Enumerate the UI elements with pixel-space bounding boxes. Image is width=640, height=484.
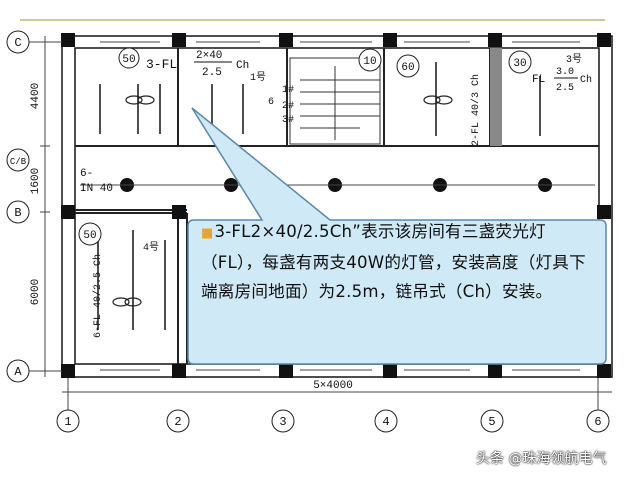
axis-label-col-3: 3 (279, 415, 286, 429)
axis-bubbles (6, 30, 610, 433)
structural-columns (61, 33, 611, 378)
dim-1600: 1600 (30, 168, 42, 194)
room1-area: 50 (122, 54, 135, 66)
dim-total-width: 5×4000 (313, 380, 353, 392)
axis-label-col-6: 6 (594, 415, 601, 429)
room5-spec-prefix: FL (532, 74, 545, 86)
axis-label-row-c: C (14, 36, 21, 50)
stairwell (289, 57, 381, 145)
room5-lamp-no: 3号 (566, 53, 582, 66)
stair-mark-2: 2# (282, 101, 294, 112)
ceiling-fans (112, 95, 453, 307)
room1-spec-den: 2.5 (202, 67, 222, 79)
room4-spec: 2-FL 40/3 Ch (470, 74, 482, 146)
stair-area: 10 (363, 56, 376, 68)
watermark: 头条 @珠海领航电气 (476, 451, 607, 467)
room5-area: 30 (513, 58, 526, 70)
callout-text: 3-FL2×40/2.5Ch”表示该房间有三盏荧光灯（FL），每盏有两支40W的… (201, 222, 586, 301)
axis-label-col-2: 2 (174, 415, 181, 429)
corridor-spec2: IN 40 (80, 183, 113, 195)
room5-spec-den: 2.5 (556, 83, 574, 94)
axis-label-col-5: 5 (488, 415, 495, 429)
top-wall-windows (100, 41, 580, 371)
axis-label-col-4: 4 (382, 415, 389, 429)
callout-balloon (187, 107, 607, 365)
room5-spec-num: 3.0 (556, 67, 574, 78)
room2-spec: 6-FL 40/2.5 Ch (92, 254, 104, 338)
corridor-spec: 6- (80, 168, 93, 180)
room4-area: 60 (401, 62, 414, 74)
callout-text-box: ■3-FL2×40/2.5Ch”表示该房间有三盏荧光灯（FL），每盏有两支40W… (187, 209, 601, 364)
room2-lamp-no: 4号 (143, 241, 159, 254)
room5-spec-suffix: Ch (580, 74, 592, 86)
room1-spec-num: 2×40 (196, 50, 222, 62)
room1-spec-suffix: Ch (236, 60, 249, 72)
room2-area: 50 (83, 230, 96, 242)
dim-6000: 6000 (30, 279, 42, 305)
axis-label-row-b: B (14, 206, 21, 220)
stair-mark-1: 1# (282, 85, 294, 96)
hatched-shaft (490, 48, 502, 146)
room1-spec-prefix: 3-FL (146, 57, 177, 72)
axis-label-col-1: 1 (64, 415, 71, 429)
bullet-icon: ■ (201, 226, 214, 241)
dimension-lines (29, 36, 612, 410)
room1-lamp-no: 1号 (250, 71, 266, 84)
dim-4400: 4400 (30, 83, 42, 109)
stair-mark-3: 3# (282, 115, 294, 126)
axis-label-row-a: A (14, 365, 22, 379)
stair-mark-0: 6 (268, 97, 274, 108)
axis-label-row-cb: C/B (10, 157, 27, 167)
